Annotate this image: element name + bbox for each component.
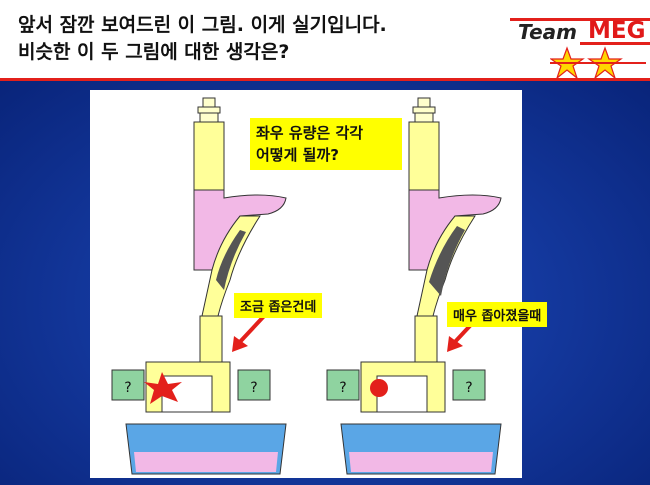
svg-text:?: ? — [124, 380, 131, 396]
left-label-callout: 조금 좁은건데 — [234, 293, 323, 318]
title-line-1: 앞서 잠깐 보여드린 이 그림. 이게 실기입니다. — [18, 14, 387, 36]
beaker-icon — [125, 423, 287, 475]
header-divider — [0, 78, 650, 81]
header: 앞서 잠깐 보여드린 이 그림. 이게 실기입니다. 비슷한 이 두 그림에 대… — [0, 0, 650, 80]
red-star-icon — [144, 372, 182, 404]
right-label-callout: 매우 좁아졌을때 — [447, 302, 548, 327]
gauge-question-icon: ? — [326, 369, 360, 401]
logo-stars — [550, 46, 646, 80]
slide-title: 앞서 잠깐 보여드린 이 그림. 이게 실기입니다. 비슷한 이 두 그림에 대… — [18, 12, 387, 66]
svg-text:?: ? — [465, 380, 472, 396]
beaker-icon — [340, 423, 502, 475]
svg-text:?: ? — [339, 380, 346, 396]
logo-meg-text: MEG — [588, 18, 646, 44]
team-meg-logo: Team MEG — [510, 12, 650, 80]
red-star-icon — [370, 379, 388, 397]
gauge-question-icon: ? — [111, 369, 145, 401]
question-line-1: 좌우 유량은 각각 — [256, 124, 364, 142]
logo-red-stripes — [510, 18, 650, 45]
right-apparatus: ? ? — [326, 97, 502, 475]
question-line-2: 어떻게 될까? — [256, 146, 339, 164]
gauge-question-icon: ? — [452, 369, 486, 401]
arrow-icon — [232, 312, 268, 352]
left-apparatus: ? ? — [111, 97, 287, 475]
title-line-2: 비슷한 이 두 그림에 대한 생각은? — [18, 41, 290, 63]
stopcock-icon — [197, 97, 221, 123]
question-callout: 좌우 유량은 각각 어떻게 될까? — [250, 118, 402, 170]
apparatus-illustration: ? ? — [111, 97, 502, 475]
logo-team-text: Team — [518, 20, 577, 44]
gauge-question-icon: ? — [237, 369, 271, 401]
stopcock-icon — [412, 97, 436, 123]
svg-text:?: ? — [250, 380, 257, 396]
